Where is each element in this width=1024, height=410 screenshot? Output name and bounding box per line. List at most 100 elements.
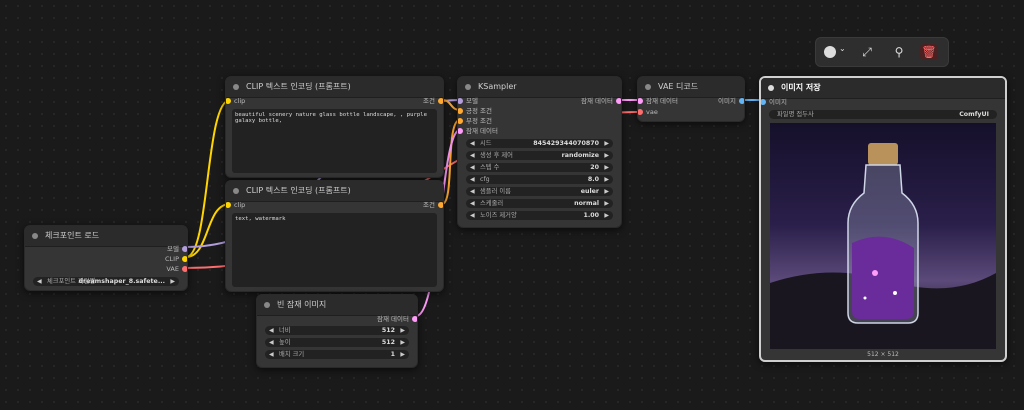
output-model[interactable]: 모델 bbox=[167, 245, 187, 253]
pin[interactable] bbox=[616, 98, 621, 104]
trash-icon[interactable]: 🗑 bbox=[920, 44, 938, 60]
pin-icon[interactable]: ⚲ bbox=[894, 45, 904, 59]
input-vae[interactable]: vae bbox=[638, 108, 658, 116]
pin[interactable] bbox=[182, 256, 187, 262]
node-collapse-dot[interactable] bbox=[264, 302, 270, 308]
arrow-left-icon[interactable]: ◀ bbox=[470, 152, 475, 159]
input-images[interactable]: 이미지 bbox=[761, 98, 787, 106]
pin[interactable] bbox=[226, 202, 231, 208]
bypass-icon[interactable]: ⤢ bbox=[862, 45, 872, 59]
ksampler-node[interactable]: KSampler 모델 긍정 조건 부정 조건 잠재 데이터 잠재 데이터 ◀시… bbox=[457, 76, 622, 228]
input-positive[interactable]: 긍정 조건 bbox=[458, 107, 492, 115]
pin[interactable] bbox=[638, 109, 643, 115]
arrow-left-icon[interactable]: ◀ bbox=[269, 351, 274, 358]
prompt-textarea[interactable]: beautiful scenery nature glass bottle la… bbox=[232, 109, 437, 173]
arrow-right-icon[interactable]: ▶ bbox=[400, 327, 405, 334]
output-conditioning[interactable]: 조건 bbox=[423, 97, 443, 105]
arrow-right-icon[interactable]: ▶ bbox=[170, 278, 175, 285]
output-clip[interactable]: CLIP bbox=[165, 255, 187, 263]
output-image[interactable]: 이미지 bbox=[718, 97, 744, 105]
arrow-right-icon[interactable]: ▶ bbox=[604, 188, 609, 195]
arrow-right-icon[interactable]: ▶ bbox=[400, 339, 405, 346]
node-collapse-dot[interactable] bbox=[768, 85, 774, 91]
pin[interactable] bbox=[458, 98, 463, 104]
slot-label: vae bbox=[646, 108, 658, 116]
node-collapse-dot[interactable] bbox=[465, 84, 471, 90]
node-title[interactable]: CLIP 텍스트 인코딩 (프롬프트) bbox=[226, 77, 443, 98]
output-latent[interactable]: 잠재 데이터 bbox=[377, 315, 417, 323]
arrow-left-icon[interactable]: ◀ bbox=[470, 176, 475, 183]
arrow-left-icon[interactable]: ◀ bbox=[470, 140, 475, 147]
arrow-right-icon[interactable]: ▶ bbox=[604, 200, 609, 207]
input-samples[interactable]: 잠재 데이터 bbox=[638, 97, 678, 105]
node-collapse-dot[interactable] bbox=[233, 84, 239, 90]
pin[interactable] bbox=[458, 128, 463, 134]
arrow-left-icon[interactable]: ◀ bbox=[269, 327, 274, 334]
pin[interactable] bbox=[226, 98, 231, 104]
node-collapse-dot[interactable] bbox=[32, 233, 38, 239]
clip-text-encode-negative-node[interactable]: CLIP 텍스트 인코딩 (프롬프트) clip 조건 text, waterm… bbox=[225, 180, 444, 292]
widget-label: 너비 bbox=[279, 327, 291, 334]
node-collapse-dot[interactable] bbox=[233, 188, 239, 194]
arrow-left-icon[interactable]: ◀ bbox=[470, 164, 475, 171]
arrow-left-icon[interactable]: ◀ bbox=[470, 188, 475, 195]
pin[interactable] bbox=[458, 108, 463, 114]
node-title[interactable]: VAE 디코드 bbox=[638, 77, 744, 98]
arrow-left-icon[interactable]: ◀ bbox=[470, 212, 475, 219]
node-title[interactable]: 이미지 저장 bbox=[761, 78, 1005, 99]
pin[interactable] bbox=[638, 98, 643, 104]
arrow-right-icon[interactable]: ▶ bbox=[604, 164, 609, 171]
slot-label: 잠재 데이터 bbox=[581, 97, 613, 105]
node-title[interactable]: 체크포인트 로드 bbox=[25, 226, 187, 247]
pin[interactable] bbox=[182, 246, 187, 252]
arrow-right-icon[interactable]: ▶ bbox=[400, 351, 405, 358]
input-model[interactable]: 모델 bbox=[458, 97, 478, 105]
prompt-textarea[interactable]: text, watermark bbox=[232, 213, 437, 287]
arrow-left-icon[interactable]: ◀ bbox=[470, 200, 475, 207]
node-title[interactable]: 빈 잠재 이미지 bbox=[257, 295, 417, 316]
chevron-down-icon[interactable]: ⌄ bbox=[839, 44, 846, 53]
pin[interactable] bbox=[182, 266, 187, 272]
pin[interactable] bbox=[438, 98, 443, 104]
vae-decode-node[interactable]: VAE 디코드 잠재 데이터 vae 이미지 bbox=[637, 76, 745, 122]
input-clip[interactable]: clip bbox=[226, 201, 245, 209]
pin[interactable] bbox=[438, 202, 443, 208]
node-title[interactable]: KSampler bbox=[458, 77, 621, 98]
output-latent[interactable]: 잠재 데이터 bbox=[581, 97, 621, 105]
input-clip[interactable]: clip bbox=[226, 97, 245, 105]
clip-text-encode-positive-node[interactable]: CLIP 텍스트 인코딩 (프롬프트) clip 조건 beautiful sc… bbox=[225, 76, 444, 178]
output-vae[interactable]: VAE bbox=[166, 265, 187, 273]
pin[interactable] bbox=[739, 98, 744, 104]
pin[interactable] bbox=[412, 316, 417, 322]
arrow-right-icon[interactable]: ▶ bbox=[604, 176, 609, 183]
arrow-right-icon[interactable]: ▶ bbox=[604, 212, 609, 219]
arrow-left-icon[interactable]: ◀ bbox=[269, 339, 274, 346]
arrow-right-icon[interactable]: ▶ bbox=[604, 140, 609, 147]
output-image-preview[interactable] bbox=[770, 123, 996, 349]
node-collapse-dot[interactable] bbox=[645, 84, 651, 90]
color-circle-icon[interactable] bbox=[824, 46, 836, 58]
input-latent[interactable]: 잠재 데이터 bbox=[458, 127, 498, 135]
pin[interactable] bbox=[458, 118, 463, 124]
pin[interactable] bbox=[761, 99, 766, 105]
output-conditioning[interactable]: 조건 bbox=[423, 201, 443, 209]
input-negative[interactable]: 부정 조건 bbox=[458, 117, 492, 125]
arrow-left-icon[interactable]: ◀ bbox=[37, 278, 42, 285]
node-title[interactable]: CLIP 텍스트 인코딩 (프롬프트) bbox=[226, 181, 443, 202]
arrow-right-icon[interactable]: ▶ bbox=[604, 152, 609, 159]
